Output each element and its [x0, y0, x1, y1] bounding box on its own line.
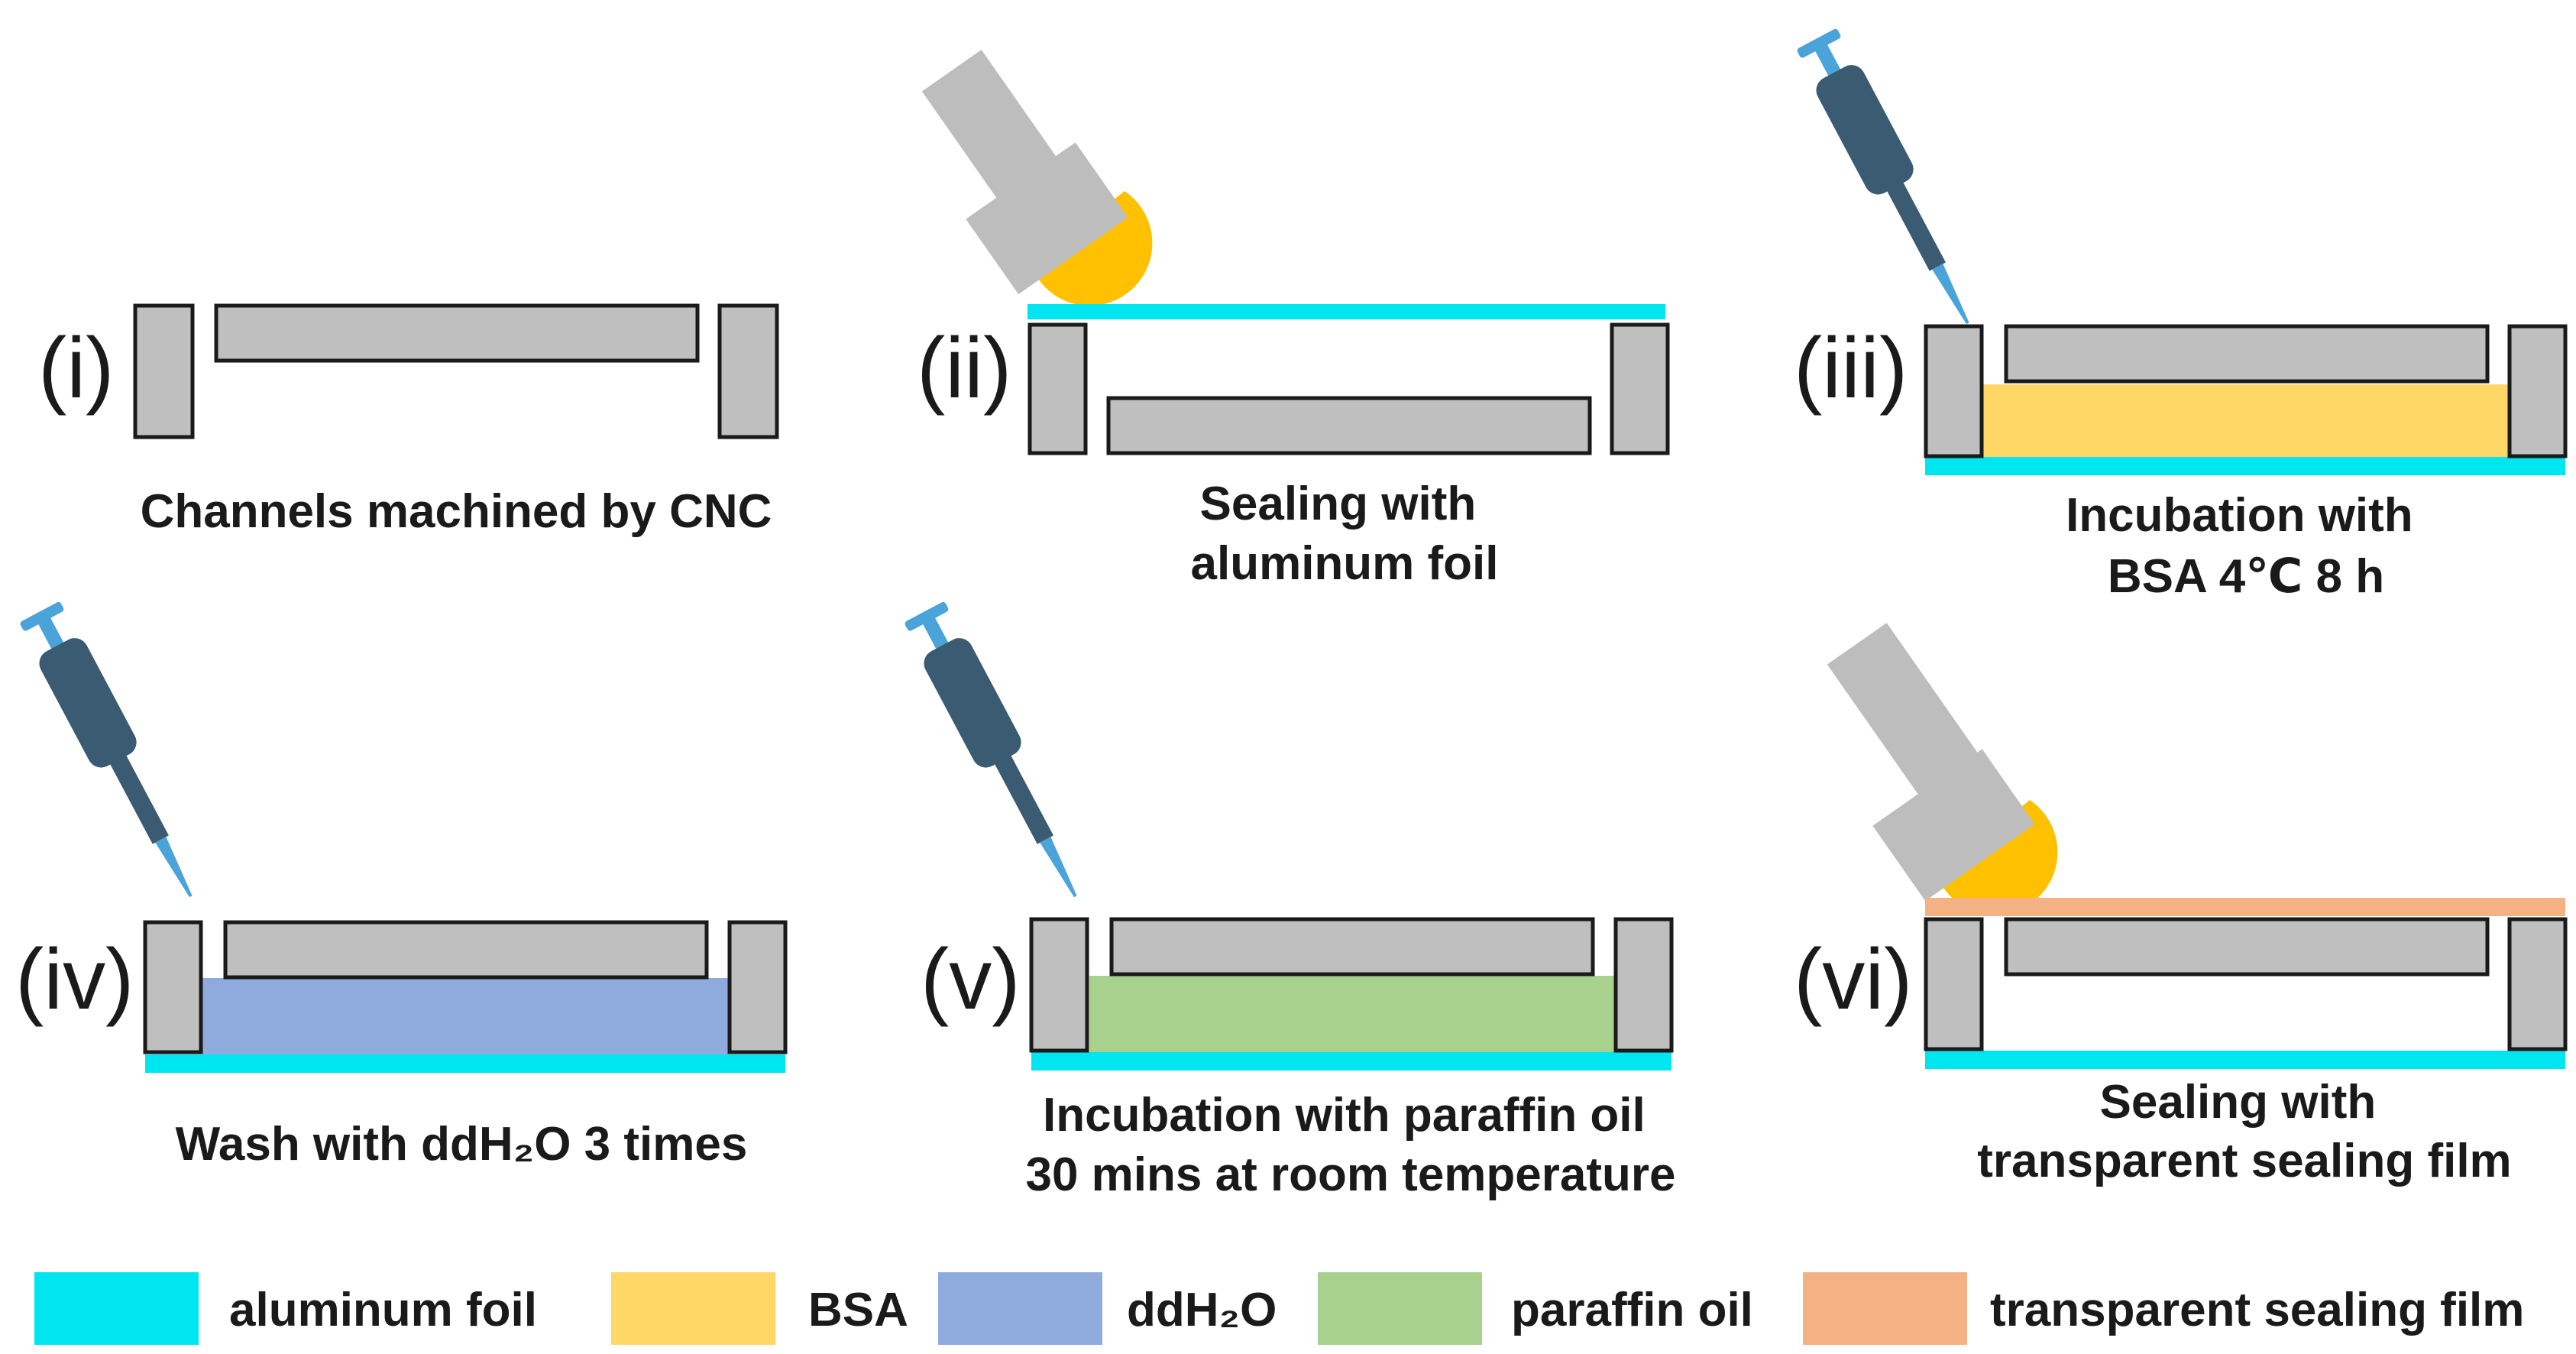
- roller-icon: [1827, 623, 2058, 915]
- panel-iv-caption: Wash with ddH₂O 3 times: [176, 1118, 748, 1171]
- transparent-sealing-film-layer: [1925, 898, 2565, 916]
- legend: aluminum foil BSA ddH₂O paraffin oil tra…: [34, 1272, 2524, 1345]
- legend-swatch-bsa: [611, 1272, 775, 1345]
- legend-label-ddh2o: ddH₂O: [1127, 1284, 1277, 1336]
- channel-wall-left: [1924, 324, 1984, 458]
- aluminum-foil-layer: [1925, 457, 2565, 475]
- panel-i-caption: Channels machined by CNC: [141, 485, 772, 538]
- panel-vi: (vi) Sealing with transparent sealing fi…: [1794, 623, 2568, 1187]
- pipette-icon: [1797, 28, 1969, 325]
- channel-top-block: [214, 303, 700, 363]
- panel-iv: (iv) Wash with ddH₂O 3 times: [15, 601, 788, 1171]
- roller-icon: [921, 50, 1153, 306]
- channel-top-block: [1106, 396, 1592, 455]
- channel-wall-right: [727, 920, 788, 1054]
- panel-ii-number: (ii): [917, 320, 1011, 416]
- pipette-icon: [905, 601, 1077, 898]
- channel-wall-left: [133, 303, 195, 439]
- paraffin-oil-fill: [1089, 976, 1615, 1052]
- panel-v-number: (v): [921, 931, 1021, 1027]
- legend-swatch-aluminum-foil: [34, 1272, 199, 1345]
- panel-ii-caption: Sealing with aluminum foil: [1191, 478, 1499, 590]
- channel-top-block: [1109, 917, 1595, 977]
- panel-iii-number: (iii): [1794, 320, 1908, 416]
- channel-wall-left: [1029, 917, 1089, 1053]
- channel-top-block: [2004, 324, 2490, 384]
- legend-swatch-transparent-sealing-film: [1803, 1272, 1967, 1345]
- channel-wall-right: [1610, 322, 1670, 455]
- channel-top-block: [223, 920, 709, 980]
- aluminum-foil-layer: [1031, 1052, 1671, 1071]
- panel-iii: (iii) Incubation with BSA 4℃ 8 h: [1794, 28, 2568, 603]
- channel-wall-left: [143, 920, 203, 1054]
- panel-ii: (ii) Sealing with aluminum foil: [917, 50, 1670, 590]
- channel-top-block: [2004, 917, 2490, 977]
- legend-swatch-paraffin-oil: [1318, 1272, 1482, 1345]
- pipette-icon: [20, 601, 193, 898]
- legend-swatch-ddh2o: [938, 1272, 1102, 1345]
- channel-wall-left: [1924, 917, 1984, 1051]
- channel-wall-right: [2507, 324, 2568, 458]
- channel-wall-left: [1027, 322, 1088, 455]
- aluminum-foil-layer: [145, 1054, 785, 1073]
- panel-v: (v) Incubation with paraffin oil 30 mins…: [905, 601, 1676, 1201]
- aluminum-foil-layer: [1925, 1051, 2565, 1069]
- legend-label-transparent-sealing-film: transparent sealing film: [1990, 1284, 2524, 1336]
- panel-v-caption: Incubation with paraffin oil 30 mins at …: [1025, 1089, 1675, 1201]
- aluminum-foil-layer: [1027, 304, 1665, 319]
- ddh2o-fill: [202, 978, 728, 1054]
- channel-wall-right: [2507, 917, 2568, 1051]
- panel-vi-number: (vi): [1794, 931, 1912, 1027]
- legend-label-aluminum-foil: aluminum foil: [229, 1284, 537, 1336]
- panel-iv-number: (iv): [15, 931, 134, 1027]
- panel-iii-caption: Incubation with BSA 4℃ 8 h: [2066, 489, 2426, 603]
- legend-label-bsa: BSA: [808, 1284, 908, 1336]
- channel-wall-right: [717, 303, 779, 439]
- bsa-fill: [1983, 384, 2509, 457]
- panel-i: (i) Channels machined by CNC: [38, 303, 779, 538]
- channel-wall-right: [1613, 917, 1674, 1053]
- panel-i-number: (i): [38, 320, 114, 416]
- legend-label-paraffin-oil: paraffin oil: [1511, 1284, 1753, 1336]
- panel-vi-caption: Sealing with transparent sealing film: [1977, 1076, 2511, 1187]
